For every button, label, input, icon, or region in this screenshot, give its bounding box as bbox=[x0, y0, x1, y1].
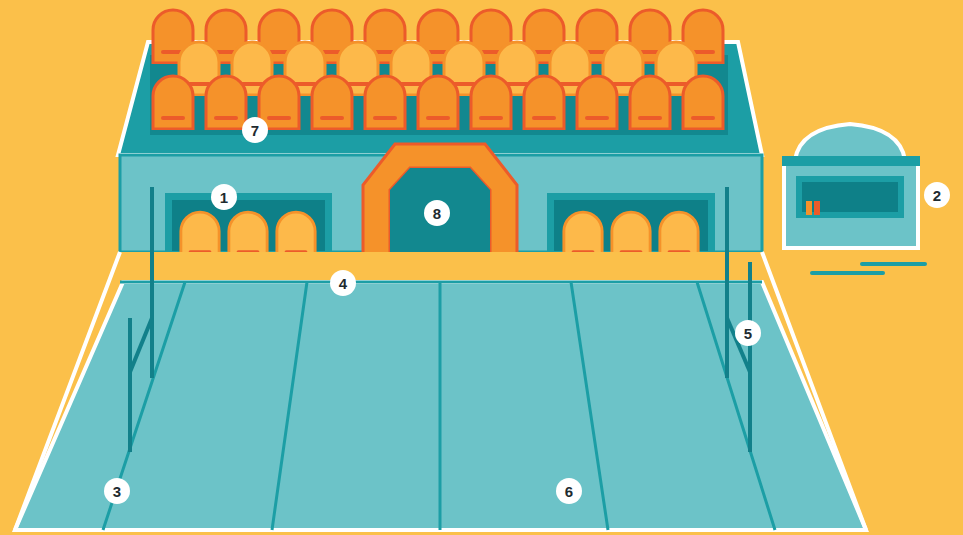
seat bbox=[153, 76, 193, 129]
booth-roof bbox=[782, 156, 920, 166]
booth-ticket bbox=[806, 201, 812, 215]
seat bbox=[630, 76, 670, 129]
playing-field bbox=[15, 282, 866, 530]
seat bbox=[365, 76, 405, 129]
field-line bbox=[103, 282, 775, 530]
ticket-booth bbox=[784, 124, 918, 248]
seat bbox=[577, 76, 617, 129]
entrance-opening bbox=[390, 168, 490, 258]
seat bbox=[418, 76, 458, 129]
booth-ticket bbox=[814, 201, 820, 215]
entrance-arch bbox=[363, 144, 517, 258]
callout-number: 1 bbox=[211, 184, 237, 210]
goal bbox=[130, 187, 152, 452]
seat bbox=[312, 76, 352, 129]
motion-line bbox=[812, 271, 883, 275]
seat bbox=[471, 76, 511, 129]
callout-number: 5 bbox=[735, 320, 761, 346]
callout-number: 8 bbox=[424, 200, 450, 226]
field-edge bbox=[15, 252, 866, 530]
seat bbox=[206, 76, 246, 129]
seat bbox=[683, 76, 723, 129]
callout-number: 6 bbox=[556, 478, 582, 504]
seat-row bbox=[153, 76, 723, 129]
track-strip bbox=[120, 252, 762, 282]
callout-number: 7 bbox=[242, 117, 268, 143]
seat bbox=[524, 76, 564, 129]
callout-number: 3 bbox=[104, 478, 130, 504]
motion-line bbox=[862, 262, 925, 266]
callout-number: 2 bbox=[924, 182, 950, 208]
booth-window bbox=[796, 176, 904, 218]
callout-number: 4 bbox=[330, 270, 356, 296]
